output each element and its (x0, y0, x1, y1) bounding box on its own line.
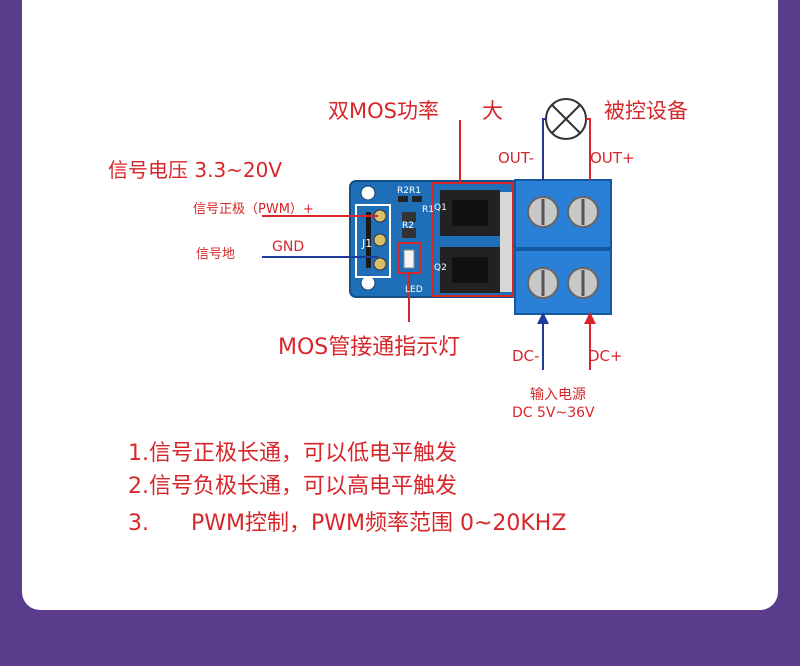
signal-ground-label: 信号地 (196, 247, 236, 262)
out-minus-label: OUT- (498, 149, 534, 167)
pcb-label-q1: Q1 (434, 203, 447, 213)
dc-minus-arrow (537, 312, 549, 370)
mos-indicator-label: MOS管接通指示灯 (278, 335, 461, 360)
mos-highlight-box (432, 182, 514, 297)
content-card (22, 0, 778, 610)
screw-terminal-output (514, 179, 612, 249)
controlled-device-label: 被控设备 (604, 99, 688, 123)
note-1: 1.信号正极长通，可以低电平触发 (128, 441, 457, 466)
big-label: 大 (482, 99, 503, 123)
output-minus-wire (542, 118, 546, 180)
input-range-label: DC 5V~36V (512, 405, 595, 421)
pcb-label-j1: J1 (361, 237, 372, 250)
input-power-label: 输入电源 (530, 387, 586, 403)
gnd-label: GND (272, 239, 305, 255)
pcb-label-r2: R2 (402, 221, 414, 231)
out-plus-label: OUT+ (590, 149, 635, 167)
screw-terminal-input (514, 249, 612, 315)
note-3: 3. PWM控制，PWM频率范围 0~20KHZ (128, 511, 567, 536)
signal-voltage-label: 信号电压 3.3~20V (108, 158, 283, 182)
dual-mos-power-label: 双MOS功率 (328, 99, 439, 123)
note-2: 2.信号负极长通，可以高电平触发 (128, 474, 457, 499)
dc-plus-arrow (584, 312, 596, 370)
pcb-label-r1: R1 (422, 205, 434, 215)
lamp-icon (545, 98, 587, 140)
dc-plus-label: DC+ (588, 347, 623, 365)
signal-positive-label: 信号正极（PWM）+ (193, 202, 314, 217)
dc-minus-label: DC- (512, 347, 540, 365)
output-plus-wire (586, 118, 591, 180)
pcb-label-r2r1: R2R1 (397, 186, 421, 196)
pcb-label-q2: Q2 (434, 263, 447, 273)
pcb-label-led: LED (405, 285, 423, 295)
